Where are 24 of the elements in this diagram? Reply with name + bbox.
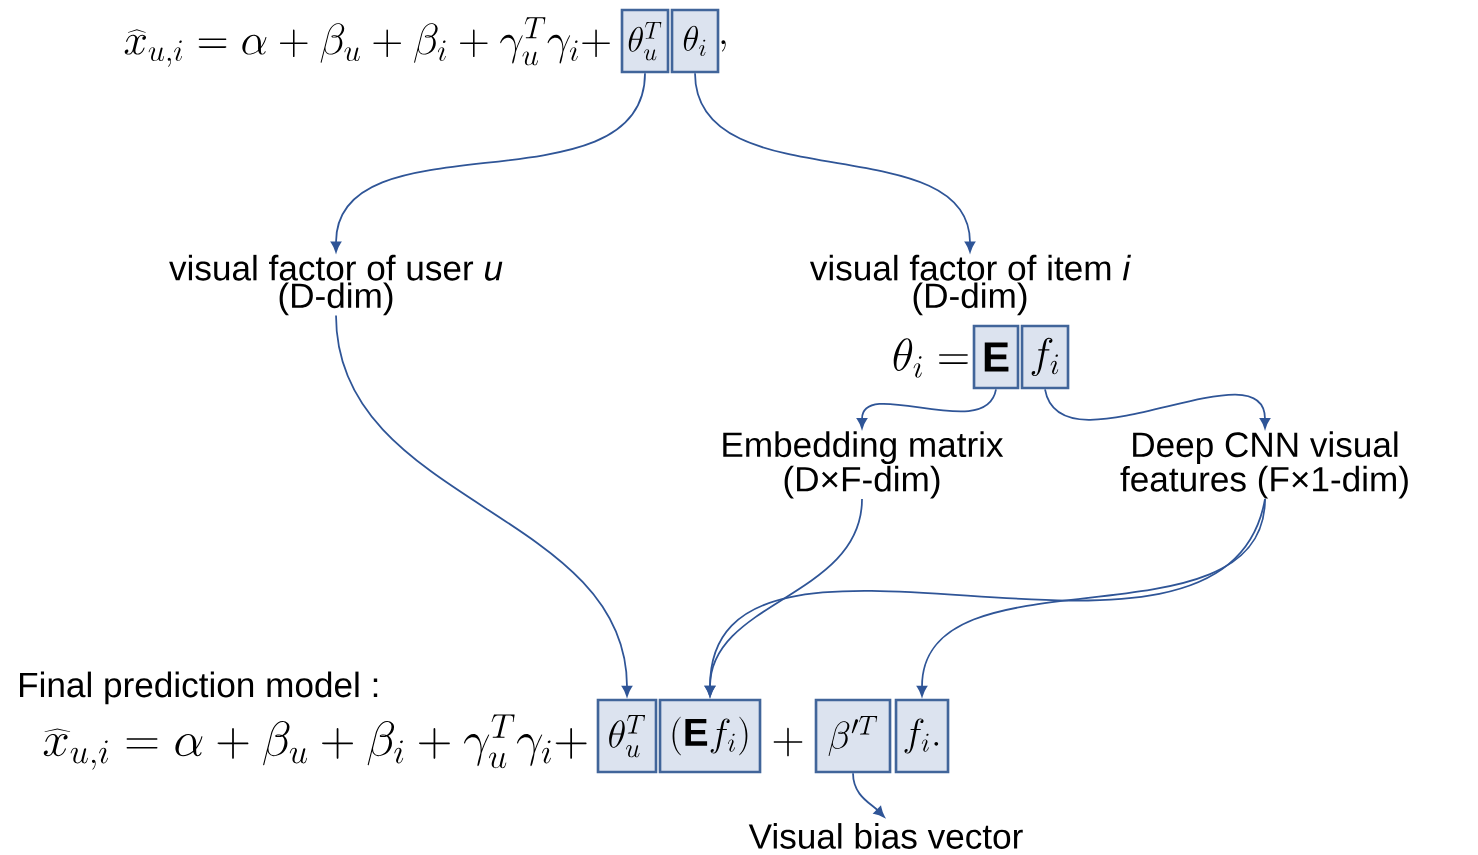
text-label: visual factor of user u (D-dim) — [169, 254, 503, 316]
arrow — [1044, 388, 1271, 429]
formula: $\widehat{x}_{u,i} = \alpha + \beta_u + \beta_i + \gamma_u^T \gamma_i +$ — [43, 714, 587, 770]
text-label: visual factor of item i (D-dim) — [809, 254, 1131, 316]
term-box: $\theta_u^T$ — [620, 8, 670, 74]
term-box: $f_i.$ — [894, 698, 950, 774]
arrow — [916, 498, 1266, 697]
arrow — [856, 388, 997, 429]
term-box: $\theta_u^T$ — [596, 698, 658, 774]
term-box: $\theta_i$ — [670, 8, 720, 74]
term-box: $\beta'^T$ — [814, 698, 892, 774]
plus-sign: $+$ — [773, 727, 803, 757]
formula: $\widehat{x}_{u,i} = \alpha + \beta_u + \beta_i + \gamma_u^T \gamma_i +$ — [124, 17, 610, 67]
text-label: Embedding matrix (D×F-dim) — [723, 431, 1004, 499]
term-box: $(\mathbf{E} f_i)$ — [658, 698, 762, 774]
text-label: Visual bias vector — [748, 823, 1023, 849]
arrow — [330, 72, 646, 253]
arrow — [694, 72, 976, 253]
arrow — [335, 314, 633, 697]
heading: Final prediction model : — [20, 671, 378, 705]
term-box: $\mathbf{E}$ — [972, 324, 1020, 390]
arrow — [852, 772, 885, 818]
text-label: Deep CNN visual features (F×1-dim) — [1120, 431, 1408, 499]
term-box: $f_i$ — [1020, 324, 1070, 390]
